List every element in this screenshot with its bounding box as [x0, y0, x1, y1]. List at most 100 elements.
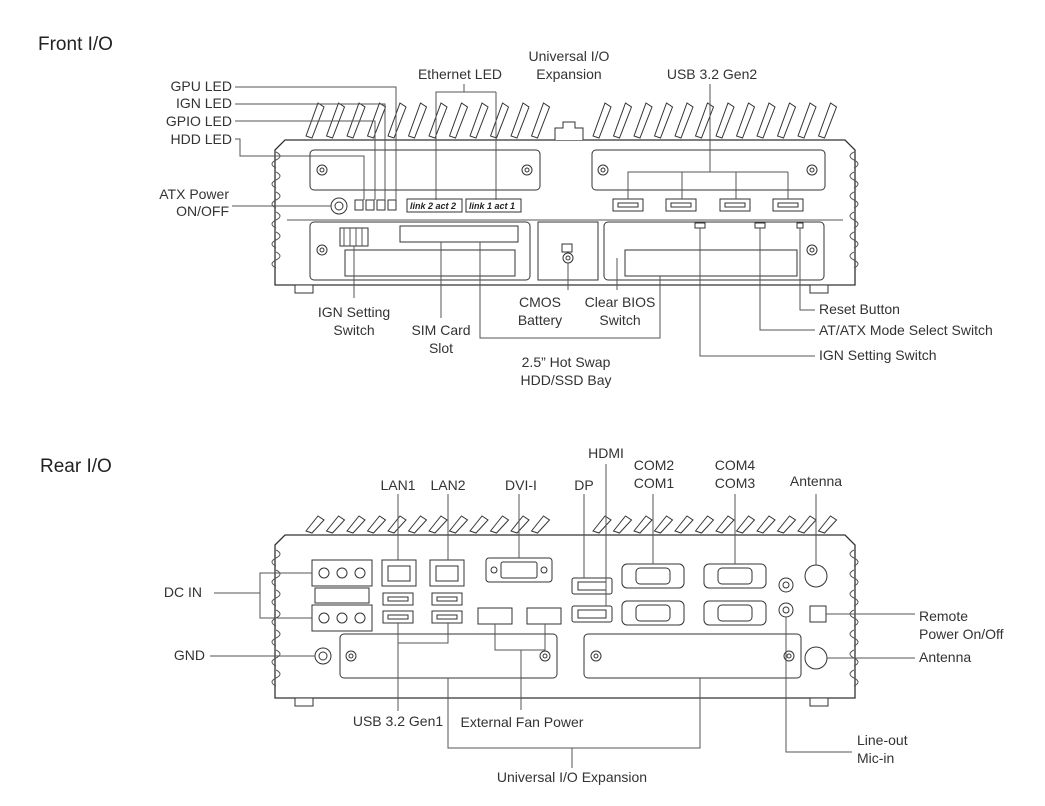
- heatsink-fin: [407, 515, 428, 534]
- clear-bios-label-1: Clear BIOS: [585, 294, 656, 310]
- dvi-label: DVI-I: [505, 477, 537, 493]
- reset-button-label: Reset Button: [819, 301, 900, 317]
- heatsink-fin: [694, 102, 715, 139]
- heatsink-fin: [428, 515, 448, 534]
- heatsink-fin: [612, 102, 633, 139]
- side-rib: [849, 151, 859, 169]
- antenna-right-label: Antenna: [919, 649, 971, 665]
- heatsink-fin: [530, 102, 551, 139]
- side-rib: [271, 251, 281, 269]
- clear-bios-switch: [561, 243, 573, 253]
- atx-power-label-1: ATX Power: [159, 186, 229, 202]
- at-atx-mode-label: AT/ATX Mode Select Switch: [819, 322, 993, 338]
- side-rib: [271, 231, 281, 249]
- gpio-led-label: GPIO LED: [166, 113, 232, 129]
- front-leader-lines: [232, 84, 815, 357]
- heatsink-fin: [407, 102, 428, 139]
- heatsink-fin: [592, 515, 612, 534]
- link1-text: link 1 act 1: [469, 201, 515, 211]
- heatsink-fin: [633, 515, 653, 534]
- heatsink-fin: [694, 515, 715, 534]
- side-rib: [849, 609, 859, 627]
- side-rib: [271, 629, 281, 647]
- front-heatsink-fins: [305, 102, 838, 139]
- heatsink-fin: [346, 515, 366, 534]
- ethernet-led-label: Ethernet LED: [418, 66, 502, 82]
- ext-fan-power-1: [477, 607, 513, 625]
- ign-setting-left-label-1: IGN Setting: [318, 304, 390, 320]
- gpu-led: [354, 199, 364, 211]
- side-rib: [271, 171, 281, 189]
- side-rib: [849, 589, 859, 607]
- sim-card-slot: [399, 225, 519, 243]
- side-rib: [271, 669, 281, 687]
- reset-button: [796, 222, 804, 229]
- heatsink-fin: [653, 515, 674, 534]
- cmos-label-2: Battery: [518, 312, 562, 328]
- heatsink-fin: [735, 515, 756, 534]
- heatsink-fin: [776, 515, 797, 534]
- side-rib: [271, 569, 281, 587]
- ext-fan-power-2: [526, 607, 562, 625]
- clear-bios-label-2: Switch: [599, 312, 640, 328]
- heatsink-fin: [817, 515, 838, 534]
- heatsink-fin: [776, 102, 797, 139]
- heatsink-fin: [592, 102, 612, 139]
- side-rib: [849, 549, 859, 567]
- front-io-title: Front I/O: [38, 34, 113, 55]
- side-rib: [271, 151, 281, 169]
- hdd-led-label: HDD LED: [171, 131, 232, 147]
- link2-text: link 2 act 2: [410, 201, 456, 211]
- antenna-top: [804, 564, 828, 588]
- heatsink-fin: [612, 515, 633, 534]
- heatsink-fin: [489, 515, 510, 534]
- heatsink-fin: [448, 515, 469, 534]
- heatsink-fin: [715, 515, 735, 534]
- heatsink-fin: [366, 515, 387, 534]
- side-rib: [849, 251, 859, 269]
- side-rib: [271, 211, 281, 229]
- universal-io-panel-right: [583, 633, 802, 679]
- gnd-label: GND: [174, 647, 205, 663]
- heatsink-fin: [448, 102, 469, 139]
- dc-in-label: DC IN: [164, 584, 202, 600]
- heatsink-fin: [756, 102, 776, 139]
- heatsink-fin: [510, 102, 530, 139]
- heatsink-fin: [756, 515, 776, 534]
- com3-label: COM3: [715, 475, 756, 491]
- ethernet-led-link1: [465, 198, 522, 213]
- gpio-led: [376, 199, 386, 211]
- side-rib: [849, 231, 859, 249]
- com1-label: COM1: [634, 475, 675, 491]
- heatsink-fin: [674, 515, 694, 534]
- universal-io-expansion-notch: [554, 121, 584, 140]
- rear-labels: LAN1 LAN2 DVI-I DP HDMI COM2 COM1 COM4 C…: [164, 445, 1004, 785]
- sim-card-label-1: SIM Card: [411, 322, 470, 338]
- sim-card-label-2: Slot: [429, 340, 453, 356]
- heatsink-fin: [797, 515, 817, 534]
- hdd-led: [387, 199, 397, 211]
- ign-led-label: IGN LED: [176, 95, 232, 111]
- ext-fan-label: External Fan Power: [461, 714, 584, 730]
- rear-io-title: Rear I/O: [40, 456, 112, 477]
- universal-io-label-2: Expansion: [536, 66, 601, 82]
- side-rib: [849, 211, 859, 229]
- at-atx-mode-switch: [754, 222, 766, 229]
- heatsink-fin: [653, 102, 674, 139]
- lan1-label: LAN1: [380, 477, 415, 493]
- hot-swap-label-2: HDD/SSD Bay: [520, 372, 611, 388]
- heatsink-fin: [387, 515, 407, 534]
- side-rib: [271, 589, 281, 607]
- heatsink-fin: [325, 515, 346, 534]
- com4-label: COM4: [715, 457, 756, 473]
- rear-chassis: [271, 515, 859, 707]
- side-rib: [849, 171, 859, 189]
- ign-setting-left-label-2: Switch: [333, 322, 374, 338]
- side-rib: [849, 569, 859, 587]
- rear-leader-lines: [210, 464, 915, 768]
- heatsink-fin: [817, 102, 838, 139]
- cmos-label-1: CMOS: [519, 294, 561, 310]
- heatsink-fin: [387, 102, 407, 139]
- heatsink-fin: [530, 515, 551, 534]
- rear-side-ribs: [271, 549, 859, 687]
